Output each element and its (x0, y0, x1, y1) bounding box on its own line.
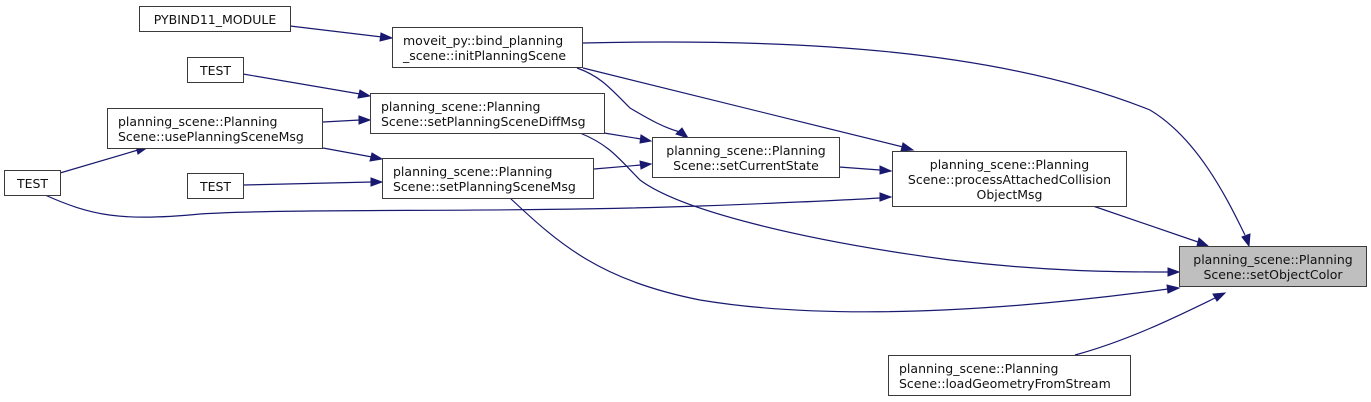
edge-procaco-setoc (1092, 205, 1199, 243)
edge-setcs-procaco (838, 166, 881, 171)
node-set-planning-scene-msg[interactable]: planning_scene::Planning Scene::setPlann… (382, 158, 594, 199)
node-label: TEST (16, 175, 49, 191)
node-label: Scene::setPlanningSceneDiffMsg (381, 113, 586, 129)
node-label: planning_scene::Planning (381, 98, 541, 114)
edge-setpsdiff-setcs (603, 132, 642, 140)
node-test-3[interactable]: TEST (187, 173, 244, 199)
node-label: planning_scene::Planning (929, 156, 1090, 172)
node-label: PYBIND11_MODULE (153, 11, 277, 27)
arrowhead (1196, 237, 1210, 247)
edge-loadgeo-setoc (1074, 297, 1216, 356)
node-label: planning_scene::Planning (118, 113, 278, 129)
arrowhead (369, 152, 384, 162)
node-label: ObjectMsg (976, 186, 1043, 202)
edge-initps-setoc (582, 41, 1246, 236)
node-label: Scene::setObjectColor (1203, 266, 1343, 282)
arrowhead (379, 32, 394, 42)
node-pybind11-module[interactable]: PYBIND11_MODULE (139, 6, 291, 32)
edge-test1-setpsdiff (242, 73, 361, 95)
arrowhead (358, 115, 372, 125)
edge-initps-setcs (576, 67, 681, 133)
edge-test2-procaco (44, 194, 881, 218)
node-label: moveit_py::bind_planning (403, 32, 564, 48)
node-label: Scene::usePlanningSceneMsg (118, 128, 304, 144)
node-label: planning_scene::Planning (1193, 251, 1353, 267)
edge-setpsdiff-setoc (579, 132, 1169, 273)
node-label: planning_scene::Planning (899, 360, 1059, 376)
arrowhead (675, 127, 690, 139)
arrowhead (639, 134, 653, 144)
edge-test3-setpsm (242, 181, 373, 186)
node-label: Scene::processAttachedCollision (907, 171, 1112, 187)
edge-pybind-initps (289, 25, 383, 38)
node-label: planning_scene::Planning (666, 142, 826, 158)
arrowhead (879, 165, 893, 175)
node-init-planning-scene[interactable]: moveit_py::bind_planning _scene::initPla… (392, 27, 583, 68)
node-label: _scene::initPlanningScene (403, 47, 567, 63)
node-load-geometry-from-stream[interactable]: planning_scene::Planning Scene::loadGeom… (888, 355, 1131, 396)
node-use-planning-scene-msg[interactable]: planning_scene::Planning Scene::usePlann… (107, 108, 323, 149)
node-label: TEST (199, 62, 232, 78)
node-set-object-color[interactable]: planning_scene::Planning Scene::setObjec… (1179, 246, 1367, 287)
arrowhead (1167, 267, 1181, 277)
edge-setpsm-setcs (593, 164, 642, 170)
edge-usepsm-setpsm (322, 147, 373, 158)
arrowhead (879, 192, 893, 202)
node-label: Scene::loadGeometryFromStream (899, 375, 1111, 391)
arrowhead (1166, 284, 1181, 294)
arrowhead (639, 160, 653, 170)
node-label: Scene::setPlanningSceneMsg (393, 178, 576, 194)
node-test-1[interactable]: TEST (187, 57, 244, 83)
arrowhead (900, 142, 915, 152)
node-label: TEST (199, 178, 232, 194)
arrowhead (1241, 233, 1251, 248)
node-set-planning-scene-diff-msg[interactable]: planning_scene::Planning Scene::setPlann… (370, 93, 605, 134)
arrowhead (370, 177, 384, 187)
node-label: Scene::setCurrentState (673, 157, 819, 173)
edge-usepsm-setpsdiff (322, 119, 361, 123)
edge-initps-procaco (582, 67, 904, 148)
node-set-current-state[interactable]: planning_scene::Planning Scene::setCurre… (652, 137, 840, 178)
arrowhead (1212, 292, 1227, 302)
edge-setpsm-setoc (509, 197, 1169, 313)
node-test-2[interactable]: TEST (4, 170, 61, 196)
node-process-attached-collision-object-msg[interactable]: planning_scene::Planning Scene::processA… (892, 151, 1127, 207)
edge-test2-usepsm (59, 149, 139, 174)
arrowhead (357, 89, 372, 99)
node-label: planning_scene::Planning (393, 163, 553, 179)
